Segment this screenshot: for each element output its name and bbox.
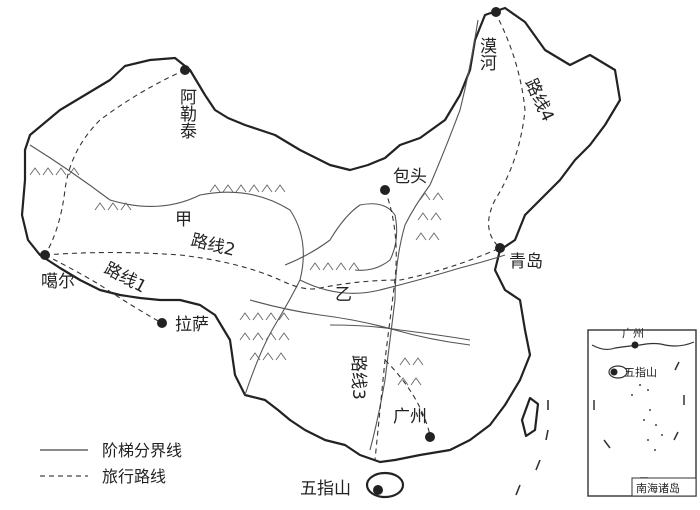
legend-step-boundary-label: 阶梯分界线 <box>102 441 182 460</box>
inset-label-guangzhou: 广州 <box>622 327 644 340</box>
south-china-sea-inset: 广州 五指山 南海诸岛 <box>587 327 697 497</box>
inset-islands <box>631 384 663 451</box>
city-label-baotou: 包头 <box>393 167 427 187</box>
city-label-guangzhou: 广州 <box>393 407 427 427</box>
region-label-yi: 乙 <box>335 285 352 305</box>
city-dot-baotou <box>380 185 390 195</box>
city-label-mohe: 漠河 <box>476 37 497 71</box>
city-label-lhasa: 拉萨 <box>175 315 209 335</box>
city-label-gar: 噶尔 <box>41 272 75 292</box>
travel-route-2 <box>44 247 501 290</box>
city-dot-wuzhishan <box>373 485 383 495</box>
travel-route-3 <box>374 189 397 461</box>
city-dot-lhasa <box>157 318 167 328</box>
legend-travel-route-label: 旅行路线 <box>102 467 166 486</box>
travel-route-altay <box>44 69 186 256</box>
city-dot-guangzhou <box>425 432 435 442</box>
inset-title-box <box>631 477 697 497</box>
city-dot-altay <box>180 65 190 75</box>
city-label-qingdao: 青岛 <box>509 252 543 272</box>
national-border <box>20 6 622 464</box>
city-label-altay: 阿勒泰 <box>176 88 197 139</box>
inset-frame <box>587 329 697 497</box>
city-dot-qingdao <box>495 243 505 253</box>
route-label-3: 路线3 <box>348 355 368 400</box>
river <box>249 299 471 346</box>
inset-label-wuzhishan: 五指山 <box>624 365 657 379</box>
legend: 阶梯分界线 旅行路线 <box>40 441 182 486</box>
city-dot-gar <box>40 250 50 260</box>
inset-coastline <box>591 341 695 351</box>
sea-boundary-dashes <box>515 400 549 496</box>
step-boundary-4 <box>329 324 471 341</box>
mountain-symbols <box>29 167 444 386</box>
inset-title: 南海诸岛 <box>636 481 680 495</box>
travel-route-gz <box>384 359 431 436</box>
city-label-wuzhishan: 五指山 <box>300 479 351 499</box>
city-dot-mohe <box>491 7 501 17</box>
step-boundary-1 <box>29 144 304 396</box>
travel-route-1 <box>44 254 161 323</box>
route-label-2: 路线2 <box>189 230 237 260</box>
taiwan-island <box>520 396 540 438</box>
region-label-jia: 甲 <box>175 210 192 230</box>
river <box>284 203 398 271</box>
inset-hainan <box>608 365 628 379</box>
hainan-island <box>365 471 405 499</box>
step-boundary-2 <box>369 19 479 451</box>
inset-dot-wuzhishan <box>610 368 618 376</box>
step-boundary-3 <box>299 254 506 294</box>
inset-dot-guangzhou <box>631 341 639 349</box>
route-label-4: 路线4 <box>520 76 557 125</box>
travel-route-4 <box>488 11 526 249</box>
